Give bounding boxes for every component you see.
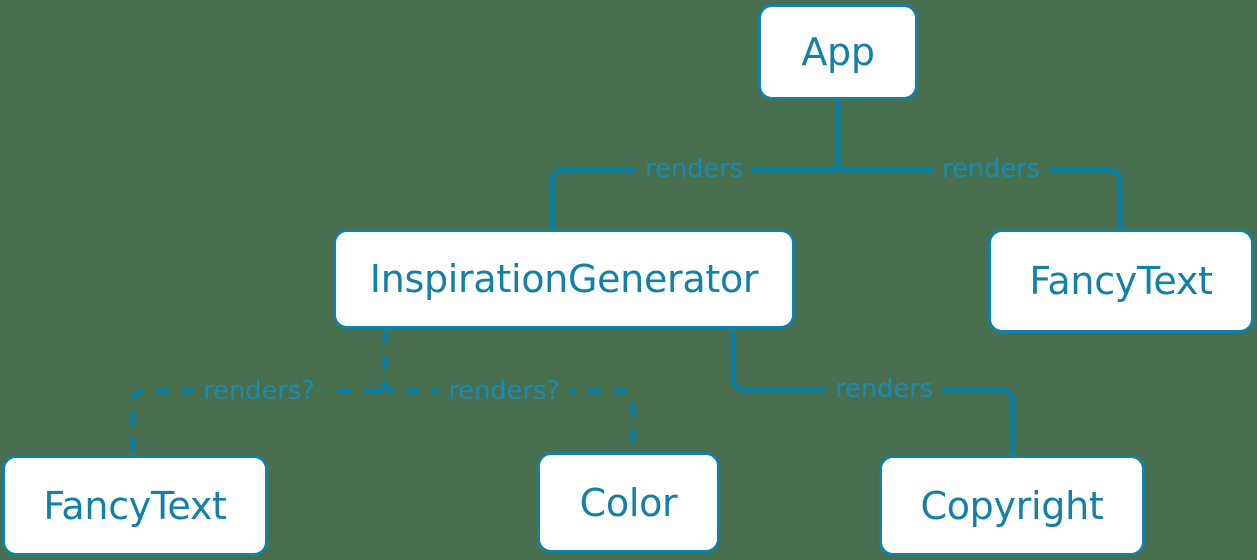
node-color[interactable]: Color [537,452,720,553]
edge-label-app-to-fancytext-top: renders [933,156,1049,182]
edge-label-inspirationgenerator-to-fancytext-bottom: renders? [194,378,324,404]
node-inspirationgenerator[interactable]: InspirationGenerator [333,229,795,329]
node-color-label: Color [579,480,678,525]
node-app[interactable]: App [758,4,918,100]
edge-label-app-to-inspirationgenerator: renders [636,156,752,182]
connector-app-stem [835,100,846,173]
connector-inspirationgenerator-dashed-stem [376,329,388,394]
node-fancytext-bottom-label: FancyText [43,483,227,528]
node-fancytext-top-label: FancyText [1029,259,1213,303]
node-copyright[interactable]: Copyright [879,455,1145,556]
node-fancytext-top[interactable]: FancyText [988,229,1254,333]
node-copyright-label: Copyright [920,483,1104,528]
connector-app-split-right [845,167,1123,229]
connector-inspirationgenerator-to-color [382,381,636,452]
node-inspirationgenerator-label: InspirationGenerator [369,257,759,301]
node-fancytext-bottom[interactable]: FancyText [2,455,268,556]
node-app-label: App [801,30,875,74]
connector-inspirationgenerator-to-fancytext-bottom [130,388,377,455]
edge-label-inspirationgenerator-to-copyright: renders [826,376,942,402]
connector-app-split-left [549,162,841,229]
edge-label-inspirationgenerator-to-color: renders? [439,378,569,404]
